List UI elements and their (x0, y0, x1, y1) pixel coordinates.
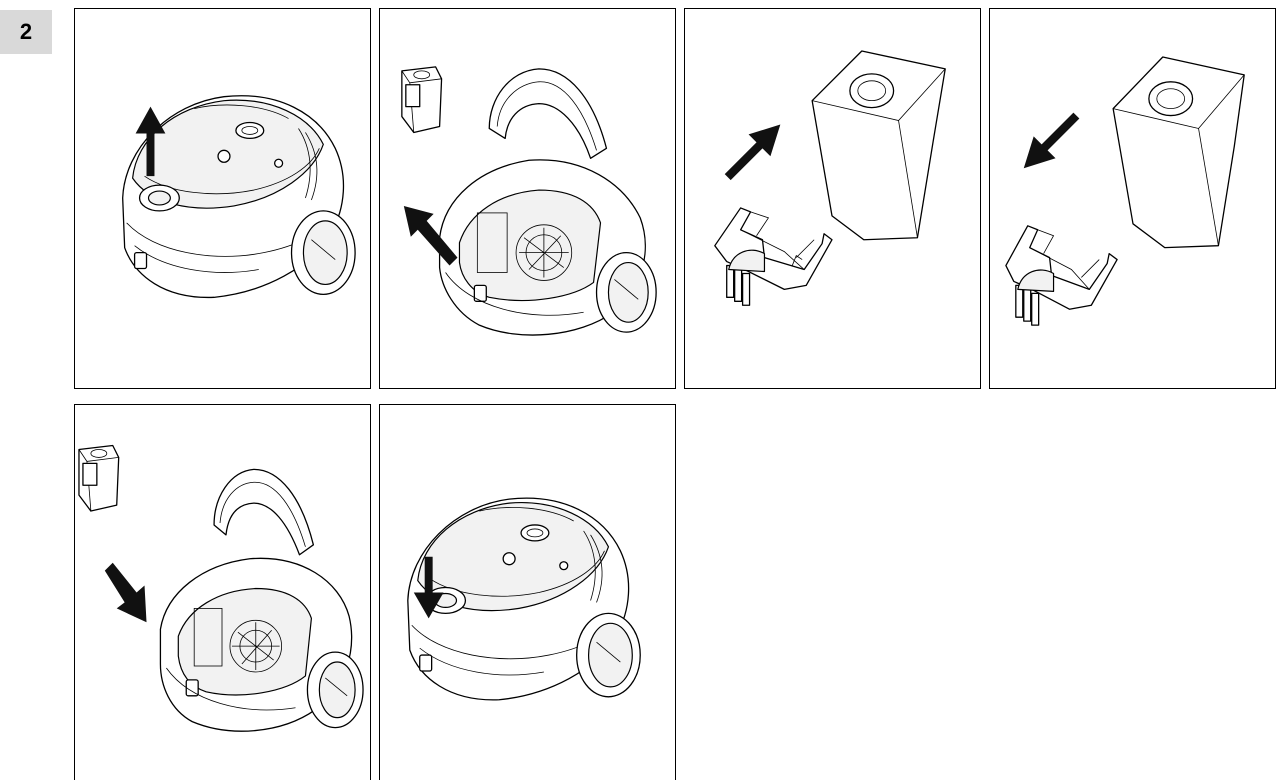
bag-holder-icon (715, 208, 832, 305)
step-number-badge: 2 (0, 10, 52, 54)
vacuum-cleaner-closed-icon (380, 405, 675, 780)
vacuum-cleaner-open-icon (75, 405, 370, 780)
dust-bag-and-holder-icon (685, 9, 980, 388)
illustration-panel-6 (379, 404, 676, 780)
illustration-panel-5 (74, 404, 371, 780)
arrow-down-right-icon (105, 563, 147, 623)
dust-bag-icon (79, 445, 119, 511)
dust-bag-icon (1113, 57, 1244, 248)
dust-bag-icon (812, 51, 945, 240)
illustration-panel-4 (989, 8, 1276, 389)
arrow-up-right-icon (725, 125, 781, 181)
vacuum-cleaner-closed-icon (75, 9, 370, 388)
bag-holder-icon (1006, 226, 1117, 325)
illustration-panel-1 (74, 8, 371, 389)
illustration-panel-2 (379, 8, 676, 389)
vacuum-cleaner-open-icon (380, 9, 675, 388)
dust-bag-icon (402, 67, 442, 133)
illustration-panel-3 (684, 8, 981, 389)
step-number: 2 (20, 19, 32, 45)
arrow-down-left-icon (1024, 113, 1080, 169)
dust-bag-and-holder-icon (990, 9, 1275, 388)
